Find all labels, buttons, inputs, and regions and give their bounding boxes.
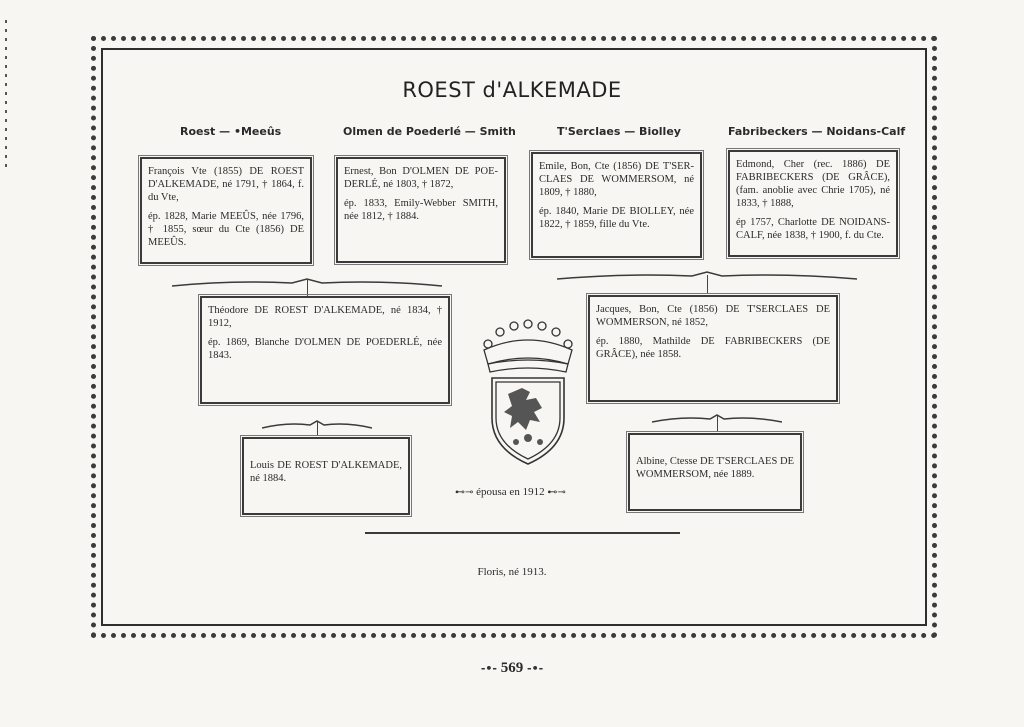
connector-brace — [262, 420, 372, 430]
person-text: ép 1757, Charlotte DE NOIDANS-CALF, née … — [736, 217, 890, 241]
person-text: Jacques, Bon, Cte (1856) DE T'SERCLAES D… — [596, 304, 830, 328]
scan-edge-mark — [4, 20, 8, 170]
person-box-albine: Albine, Ctesse DE T'SERCLAES DE WOMMERSO… — [626, 431, 804, 513]
connector-line — [717, 416, 718, 432]
person-text: Albine, Ctesse DE T'SERCLAES DE WOMMERSO… — [636, 456, 794, 480]
person-text: François Vte (1855) DE ROEST D'ALKEMADE,… — [148, 166, 304, 203]
connector-line — [707, 275, 708, 293]
page-number: 569 — [500, 660, 524, 676]
inner-frame — [101, 48, 927, 626]
child-entry: Floris, né 1913. — [477, 566, 547, 578]
person-text: ép. 1833, Emily-Webber SMITH, née 1812, … — [344, 198, 498, 222]
person-text: ép. 1840, Marie DE BIOLLEY, née 1822, † … — [539, 206, 694, 230]
person-text: Edmond, Cher (rec. 1886) DE FABRIBECKERS… — [736, 159, 890, 209]
column-heading-fabribeckers: Fabribeckers — Noidans-Calf — [728, 125, 906, 138]
column-heading-olmen: Olmen de Poederlé — Smith — [343, 125, 516, 138]
connector-brace — [557, 271, 857, 281]
connector-brace — [652, 414, 782, 424]
ornament-left-icon: ⊷⊸ — [455, 487, 474, 498]
person-box-jacques: Jacques, Bon, Cte (1856) DE T'SERCLAES D… — [586, 293, 840, 404]
person-text: ép. 1880, Mathilde DE FABRIBECKERS (DE G… — [596, 336, 830, 360]
generation-rule — [365, 532, 680, 534]
column-heading-tserclaes: T'Serclaes — Biolley — [557, 125, 681, 138]
marriage-note: ⊷⊸ épousa en 1912 ⊷⊸ — [455, 486, 566, 498]
connector-line — [317, 422, 318, 436]
person-text: Théodore DE ROEST D'ALKEMADE, né 1834, †… — [208, 305, 442, 329]
page-number-line: -•- 569 -•- — [0, 660, 1024, 677]
person-box-louis: Louis DE ROEST D'ALKEMADE, né 1884. — [240, 435, 412, 517]
column-heading-roest: Roest — •Meeûs — [180, 125, 282, 138]
ornamental-outer-border — [91, 36, 937, 638]
person-text: Louis DE ROEST D'ALKEMADE, né 1884. — [250, 460, 402, 484]
ornament-right-icon: ⊷⊸ — [547, 487, 566, 498]
person-text: Emile, Bon, Cte (1856) DE T'SER-CLAES DE… — [539, 161, 694, 198]
page-title: ROEST d'ALKEMADE — [402, 78, 622, 102]
ornament-left-icon: -•- — [480, 662, 497, 675]
person-box-emile: Emile, Bon, Cte (1856) DE T'SER-CLAES DE… — [529, 150, 704, 260]
person-text: ép. 1828, Marie MEEÛS, née 1796, † 1855,… — [148, 211, 304, 248]
person-text: ép. 1869, Blanche D'OLMEN DE POEDERLÉ, n… — [208, 337, 442, 361]
person-box-theodore: Théodore DE ROEST D'ALKEMADE, né 1834, †… — [198, 294, 452, 406]
connector-brace — [172, 278, 442, 288]
ornament-right-icon: -•- — [527, 662, 544, 675]
person-text: Ernest, Bon D'OLMEN DE POE-DERLÉ, né 180… — [344, 166, 498, 190]
person-box-francois: François Vte (1855) DE ROEST D'ALKEMADE,… — [138, 155, 314, 266]
connector-line — [307, 280, 308, 296]
person-box-edmond: Edmond, Cher (rec. 1886) DE FABRIBECKERS… — [726, 148, 900, 259]
marriage-text: épousa en 1912 — [476, 486, 545, 498]
person-box-ernest: Ernest, Bon D'OLMEN DE POE-DERLÉ, né 180… — [334, 155, 508, 265]
coat-of-arms — [470, 318, 580, 473]
